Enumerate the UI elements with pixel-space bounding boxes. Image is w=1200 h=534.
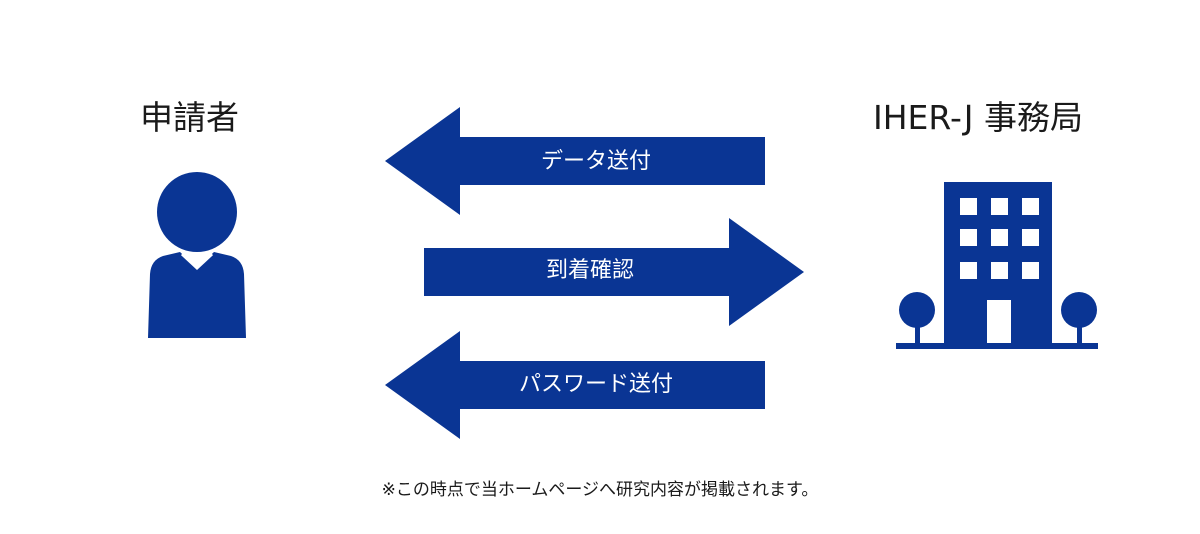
footnote: ※この時点で当ホームページへ研究内容が掲載されます。 xyxy=(381,480,819,500)
applicant-label: 申請者 xyxy=(140,98,239,137)
office-label: IHER-J 事務局 xyxy=(873,98,1083,137)
person-icon xyxy=(148,172,246,338)
confirm-arrive-arrow xyxy=(424,218,804,326)
send-password-label: パスワード送付 xyxy=(518,372,674,397)
confirm-arrive-label: 到着確認 xyxy=(545,258,635,283)
send-data-arrow xyxy=(385,107,765,215)
send-password-arrow xyxy=(385,331,765,439)
office-building-icon xyxy=(896,182,1098,349)
send-data-label: データ送付 xyxy=(540,149,652,174)
